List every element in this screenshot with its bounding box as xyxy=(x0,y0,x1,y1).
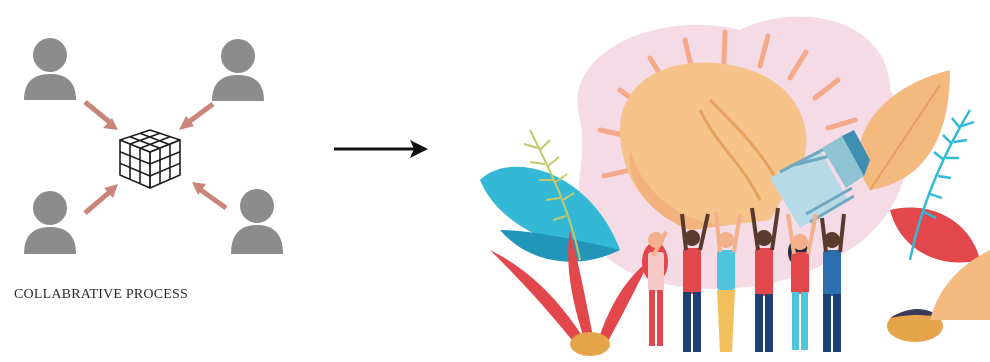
right-arrow-icon xyxy=(330,136,430,162)
rubiks-cube-icon xyxy=(120,130,180,188)
person-icon xyxy=(24,38,76,100)
person-icon xyxy=(231,189,283,254)
inbound-arrows xyxy=(85,102,226,213)
person-figure xyxy=(822,214,844,352)
pot-left xyxy=(570,332,610,356)
diagram-caption: COLLABRATIVE PROCESS xyxy=(14,287,188,303)
person-figure xyxy=(788,214,816,350)
person-icon xyxy=(24,191,76,254)
red-leaf xyxy=(890,207,980,262)
collaborative-process-diagram xyxy=(0,0,300,362)
person-figure xyxy=(642,232,668,346)
person-icon xyxy=(212,39,264,101)
team-lifting-lightbulb-illustration xyxy=(470,0,990,362)
